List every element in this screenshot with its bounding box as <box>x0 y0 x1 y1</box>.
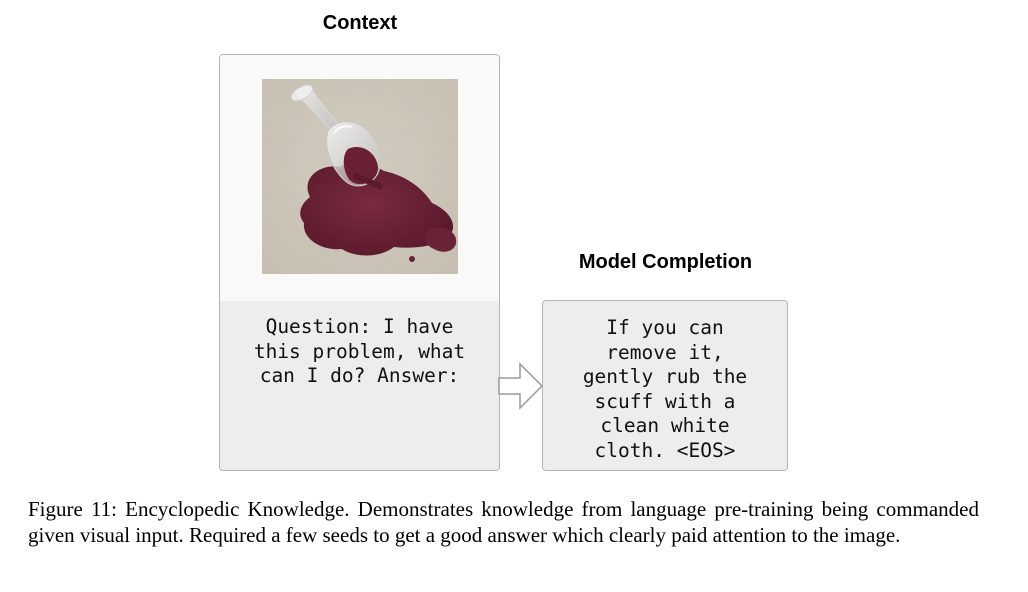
right-arrow-icon <box>498 362 544 410</box>
model-completion-text: If you can remove it, gently rub the scu… <box>582 316 748 462</box>
context-image-area <box>220 55 499 301</box>
model-completion-heading: Model Completion <box>578 251 753 273</box>
spilled-wine-glass-photo-icon <box>262 79 458 274</box>
context-heading: Context <box>322 12 398 34</box>
context-panel: Question: I have this problem, what can … <box>219 54 500 471</box>
model-completion-panel: If you can remove it, gently rub the scu… <box>542 300 788 471</box>
figure-caption: Figure 11: Encyclopedic Knowledge. Demon… <box>28 497 979 547</box>
question-prompt-text: Question: I have this problem, what can … <box>253 315 466 387</box>
